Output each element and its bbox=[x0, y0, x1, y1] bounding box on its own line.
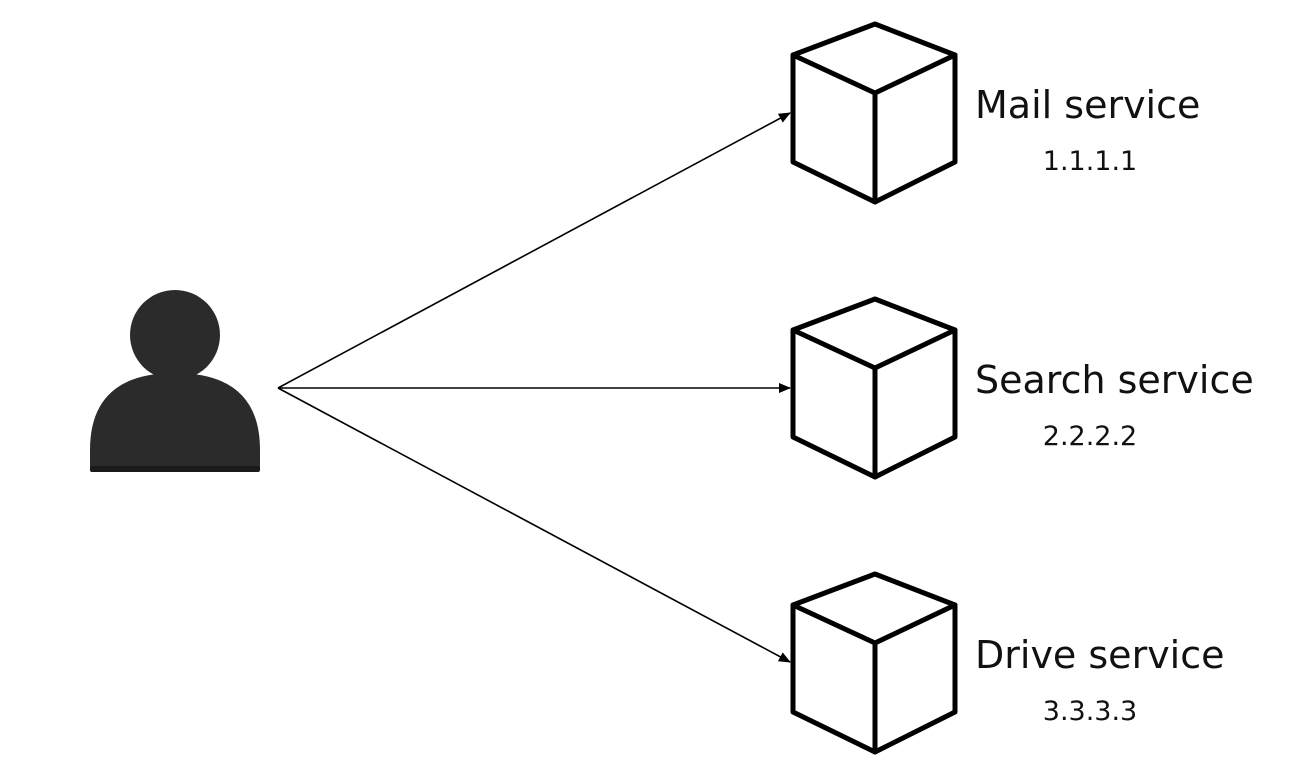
search-service-node: Search service 2.2.2.2 bbox=[790, 296, 1254, 480]
service-name: Mail service bbox=[975, 83, 1200, 127]
service-ip: 2.2.2.2 bbox=[1043, 421, 1137, 452]
service-ip: 1.1.1.1 bbox=[1043, 146, 1137, 177]
arrow-to-mail-service bbox=[277, 112, 791, 389]
cube-icon bbox=[790, 296, 958, 480]
cube-icon bbox=[790, 571, 958, 755]
arrow-to-drive-service bbox=[277, 387, 791, 663]
service-name: Drive service bbox=[975, 633, 1225, 677]
service-ip: 3.3.3.3 bbox=[1043, 696, 1137, 727]
mail-service-node: Mail service 1.1.1.1 bbox=[790, 21, 1200, 205]
service-name: Search service bbox=[975, 358, 1254, 402]
user-icon bbox=[90, 290, 260, 472]
cube-icon bbox=[790, 21, 958, 205]
drive-service-node: Drive service 3.3.3.3 bbox=[790, 571, 1225, 755]
